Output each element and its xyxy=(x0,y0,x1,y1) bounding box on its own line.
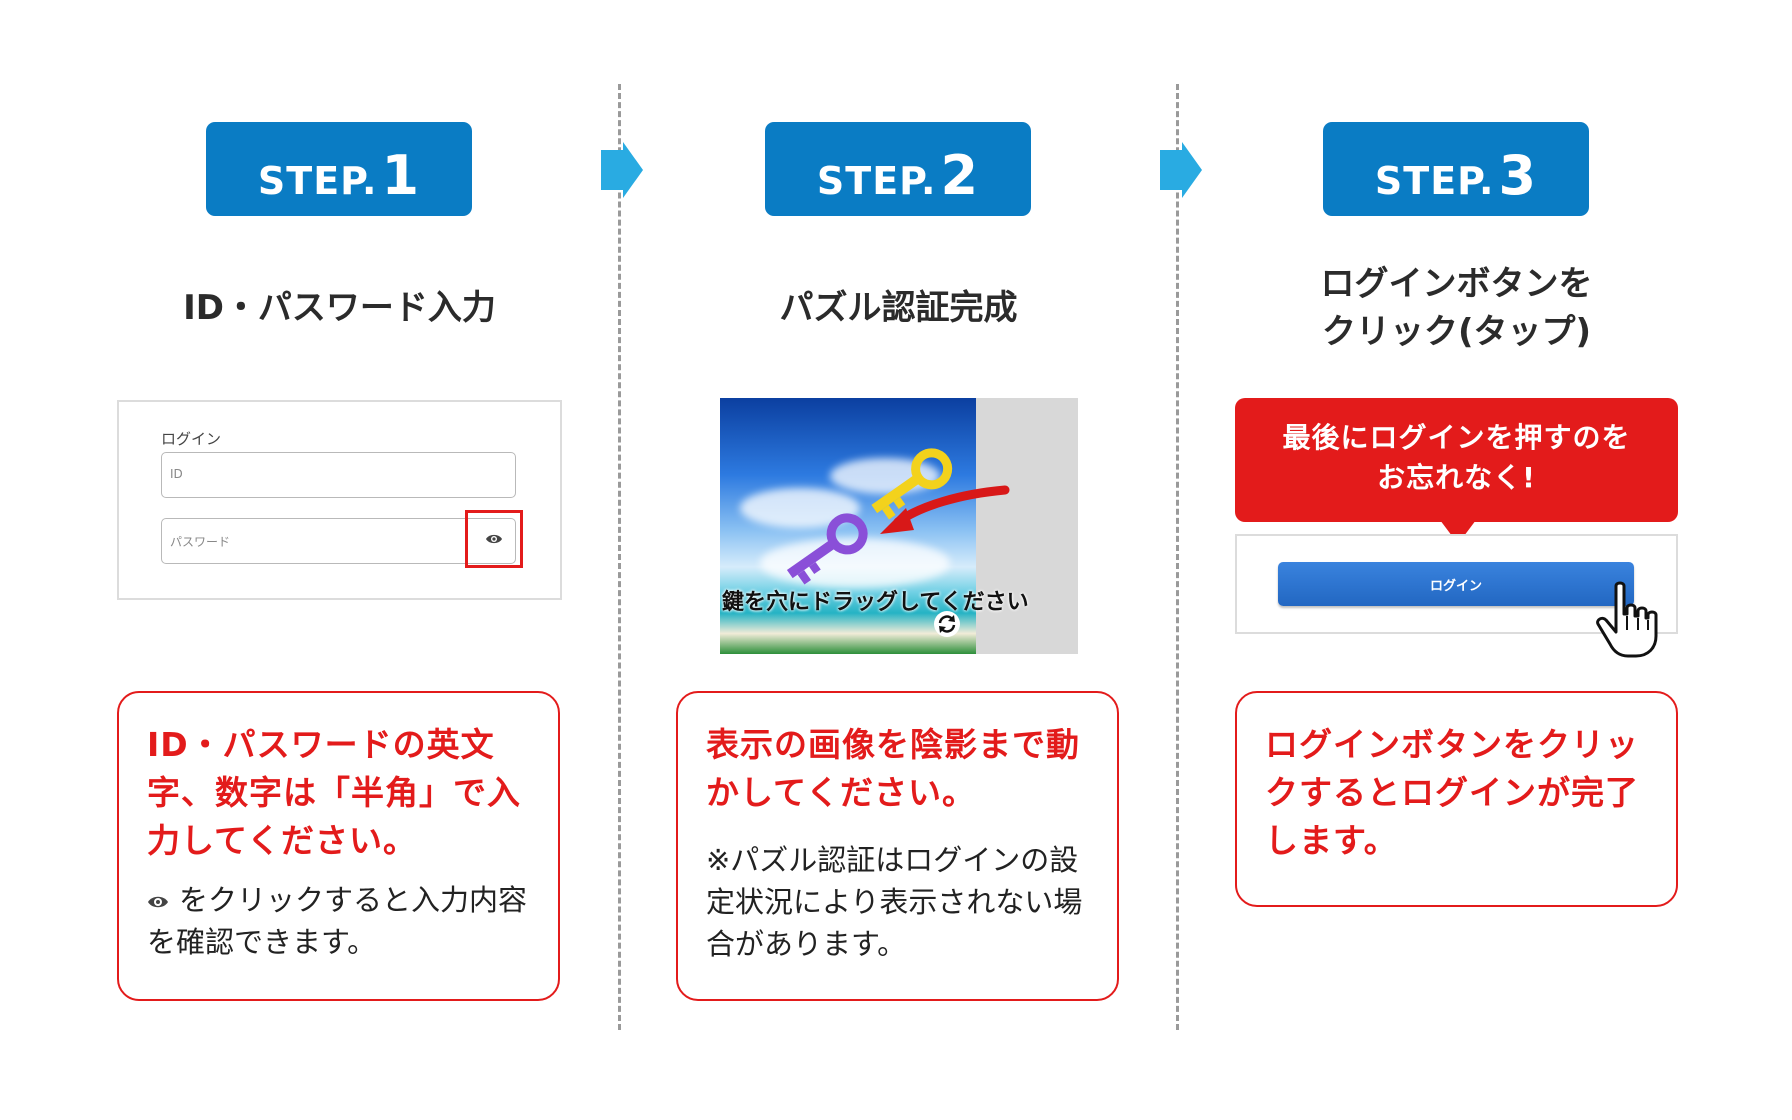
hand-cursor-icon xyxy=(1596,581,1658,658)
step-3-badge: STEP. 3 xyxy=(1323,122,1589,216)
callout-line2: お忘れなく! xyxy=(1377,461,1536,494)
step-1-info-box: ID・パスワードの英文字、数字は「半角」で入力してください。 をクリックすると入… xyxy=(117,691,560,1001)
step-2-info-box: 表示の画像を陰影まで動かしてください。 ※パズル認証はログインの設定状況により表… xyxy=(676,691,1119,1001)
step-2-title: パズル認証完成 xyxy=(779,288,1018,328)
step-1-title: ID・パスワード入力 xyxy=(183,288,496,328)
step-3-info-box: ログインボタンをクリックするとログインが完了します。 xyxy=(1235,691,1678,907)
refresh-icon[interactable] xyxy=(933,610,961,638)
login-form-mock: ログイン ID パスワード xyxy=(117,400,562,600)
step-word: STEP. xyxy=(257,159,378,203)
eye-icon xyxy=(148,896,168,908)
password-input[interactable]: パスワード xyxy=(161,518,516,564)
step-1-badge: STEP. 1 xyxy=(206,122,472,216)
step-3-title: ログインボタンを クリック(タップ) xyxy=(1235,260,1678,356)
puzzle-instruction: 鍵を穴にドラッグしてください xyxy=(722,590,1029,615)
step-2-red-text: 表示の画像を陰影まで動かしてください。 xyxy=(706,725,1080,812)
key-puzzle-graphic xyxy=(786,448,1010,585)
callout-line1: 最後にログインを押すのを xyxy=(1282,421,1631,454)
step-1-note-text: をクリックすると入力内容を確認できます。 xyxy=(147,883,528,959)
arrow-right-icon xyxy=(601,142,643,198)
reminder-callout: 最後にログインを押すのを お忘れなく! xyxy=(1235,398,1678,522)
step-2-note: ※パズル認証はログインの設定状況により表示されない場合があります。 xyxy=(706,843,1083,961)
step-word: STEP. xyxy=(1374,159,1495,203)
puzzle-captcha-mock[interactable]: 鍵を穴にドラッグしてください xyxy=(720,398,1078,654)
step-number: 1 xyxy=(381,144,421,207)
step-1-red-text: ID・パスワードの英文字、数字は「半角」で入力してください。 xyxy=(147,725,521,860)
step-3-red-text: ログインボタンをクリックするとログインが完了します。 xyxy=(1265,725,1639,860)
divider-2 xyxy=(1176,84,1179,1030)
step-number: 2 xyxy=(940,144,980,207)
arrow-right-icon xyxy=(1160,142,1202,198)
login-label: ログイン xyxy=(161,430,222,448)
login-button[interactable]: ログイン xyxy=(1278,562,1634,606)
step-3-title-line2: クリック(タップ) xyxy=(1321,312,1592,352)
id-input[interactable]: ID xyxy=(161,452,516,498)
step-2-badge: STEP. 2 xyxy=(765,122,1031,216)
show-password-toggle[interactable] xyxy=(465,510,523,568)
step-number: 3 xyxy=(1498,144,1538,207)
step-3-title-line1: ログインボタンを xyxy=(1320,264,1593,304)
eye-icon xyxy=(486,534,502,544)
step-1-note: をクリックすると入力内容を確認できます。 xyxy=(147,879,530,963)
divider-1 xyxy=(618,84,621,1030)
step-word: STEP. xyxy=(816,159,937,203)
